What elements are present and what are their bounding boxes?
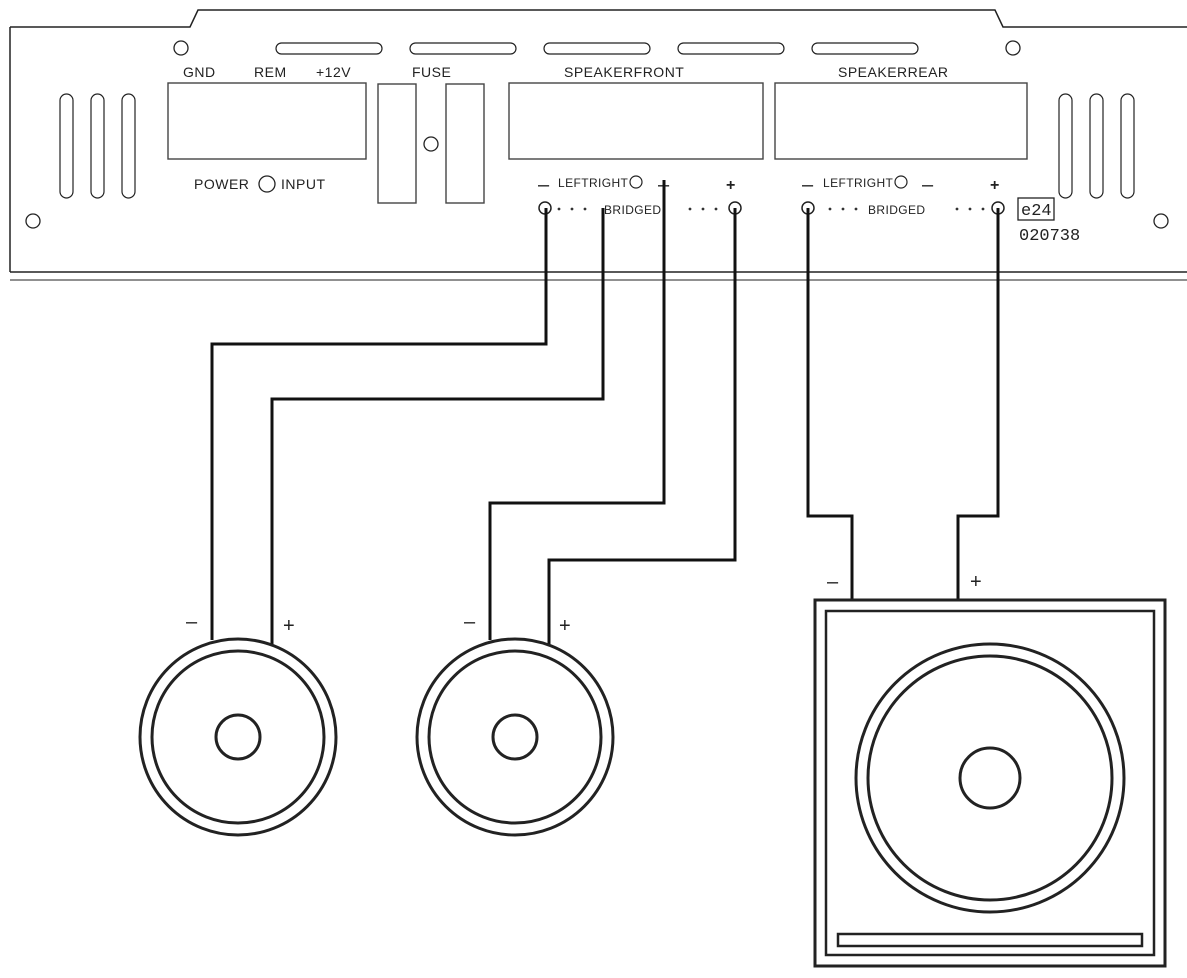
front-indicator-icon: [629, 175, 643, 189]
code-box-label: e24: [1021, 202, 1052, 221]
rear-indicator-icon: [894, 175, 908, 189]
rear-left-minus-label: –: [802, 174, 814, 196]
right-speaker-plus-label: +: [559, 615, 571, 637]
subwoofer-minus-label: –: [827, 571, 839, 593]
power-label: POWER: [194, 176, 249, 192]
plus12v-label: +12V: [316, 64, 351, 80]
figure-code: e24 020738: [1017, 197, 1080, 246]
left-speaker-minus-label: –: [186, 611, 198, 633]
speaker-rear-panel: [774, 82, 1028, 160]
gnd-label: GND: [183, 64, 216, 80]
power-terminal-panel: [167, 82, 367, 160]
speaker-rear-label: SPEAKERREAR: [838, 64, 949, 80]
amplifier-body: [9, 9, 1187, 281]
side-vent: [1120, 93, 1135, 199]
subwoofer: – +: [813, 571, 1167, 968]
vent-slot: [275, 42, 383, 55]
side-vent: [90, 93, 105, 199]
code-box: [1017, 197, 1055, 221]
vent-slot: [543, 42, 651, 55]
right-speaker-outer-ring: [415, 637, 615, 837]
speaker-front-label: SPEAKERFRONT: [564, 64, 684, 80]
fuse-block: FUSE: [377, 64, 485, 204]
rear-right-minus-label: –: [922, 174, 934, 196]
right-speaker: – +: [415, 611, 615, 837]
front-left-right-label: LEFTRIGHT: [558, 176, 629, 190]
input-label: INPUT: [281, 176, 326, 192]
subwoofer-box-outer: [813, 598, 1167, 968]
subwoofer-dust-cap: [958, 746, 1022, 810]
wire-subwoofer-negative: [806, 208, 854, 601]
subwoofer-plus-label: +: [970, 571, 982, 593]
wire-left-speaker-negative: [210, 208, 548, 640]
front-bridged-label: BRIDGED: [604, 203, 661, 217]
mounting-hole-icon: [25, 213, 41, 229]
vent-slot: [409, 42, 517, 55]
speaker-front-terminals: SPEAKERFRONT – LEFTRIGHT – + BRIDGED: [508, 64, 764, 217]
amplifier-top-edge: [10, 9, 1187, 28]
rem-label: REM: [254, 64, 287, 80]
subwoofer-box-inner: [824, 609, 1156, 957]
left-speaker-cone: [150, 649, 326, 825]
wire-right-speaker-negative: [488, 180, 666, 640]
side-vent: [59, 93, 74, 199]
rear-right-plus-label: +: [990, 177, 999, 194]
subwoofer-port: [836, 932, 1144, 948]
mounting-hole-icon: [1005, 40, 1021, 56]
wire-left-speaker-positive: [270, 208, 605, 644]
front-left-minus-label: –: [538, 174, 550, 196]
right-speaker-dust-cap: [491, 713, 539, 761]
left-speaker-outer-ring: [138, 637, 338, 837]
left-speaker-dust-cap: [214, 713, 262, 761]
subwoofer-outer-ring: [854, 642, 1126, 914]
fuse-label: FUSE: [412, 64, 451, 80]
rear-left-right-label: LEFTRIGHT: [823, 176, 894, 190]
speaker-front-panel: [508, 82, 764, 160]
front-right-plus-label: +: [726, 177, 735, 194]
power-led-icon: [258, 175, 276, 193]
fuse-slot-right: [445, 83, 485, 204]
wire-subwoofer-positive: [956, 208, 1000, 601]
left-speaker: – +: [138, 611, 338, 837]
side-vent: [1058, 93, 1073, 199]
rear-bridged-label: BRIDGED: [868, 203, 925, 217]
vent-slot: [677, 42, 785, 55]
mounting-hole-icon: [1153, 213, 1169, 229]
side-vent: [121, 93, 136, 199]
wiring: [210, 180, 1000, 644]
code-number-label: 020738: [1019, 227, 1080, 246]
side-vent: [1089, 93, 1104, 199]
right-speaker-minus-label: –: [464, 611, 476, 633]
right-speaker-cone: [427, 649, 603, 825]
vent-slot: [811, 42, 919, 55]
fuse-screw-icon: [423, 136, 439, 152]
power-terminal-block: GND REM +12V POWER INPUT: [167, 64, 367, 193]
mounting-hole-icon: [173, 40, 189, 56]
wire-right-speaker-positive: [547, 208, 737, 644]
speaker-rear-terminals: SPEAKERREAR – LEFTRIGHT – + BRIDGED: [774, 64, 1028, 217]
left-speaker-plus-label: +: [283, 615, 295, 637]
fuse-slot-left: [377, 83, 417, 204]
subwoofer-cone: [866, 654, 1114, 902]
